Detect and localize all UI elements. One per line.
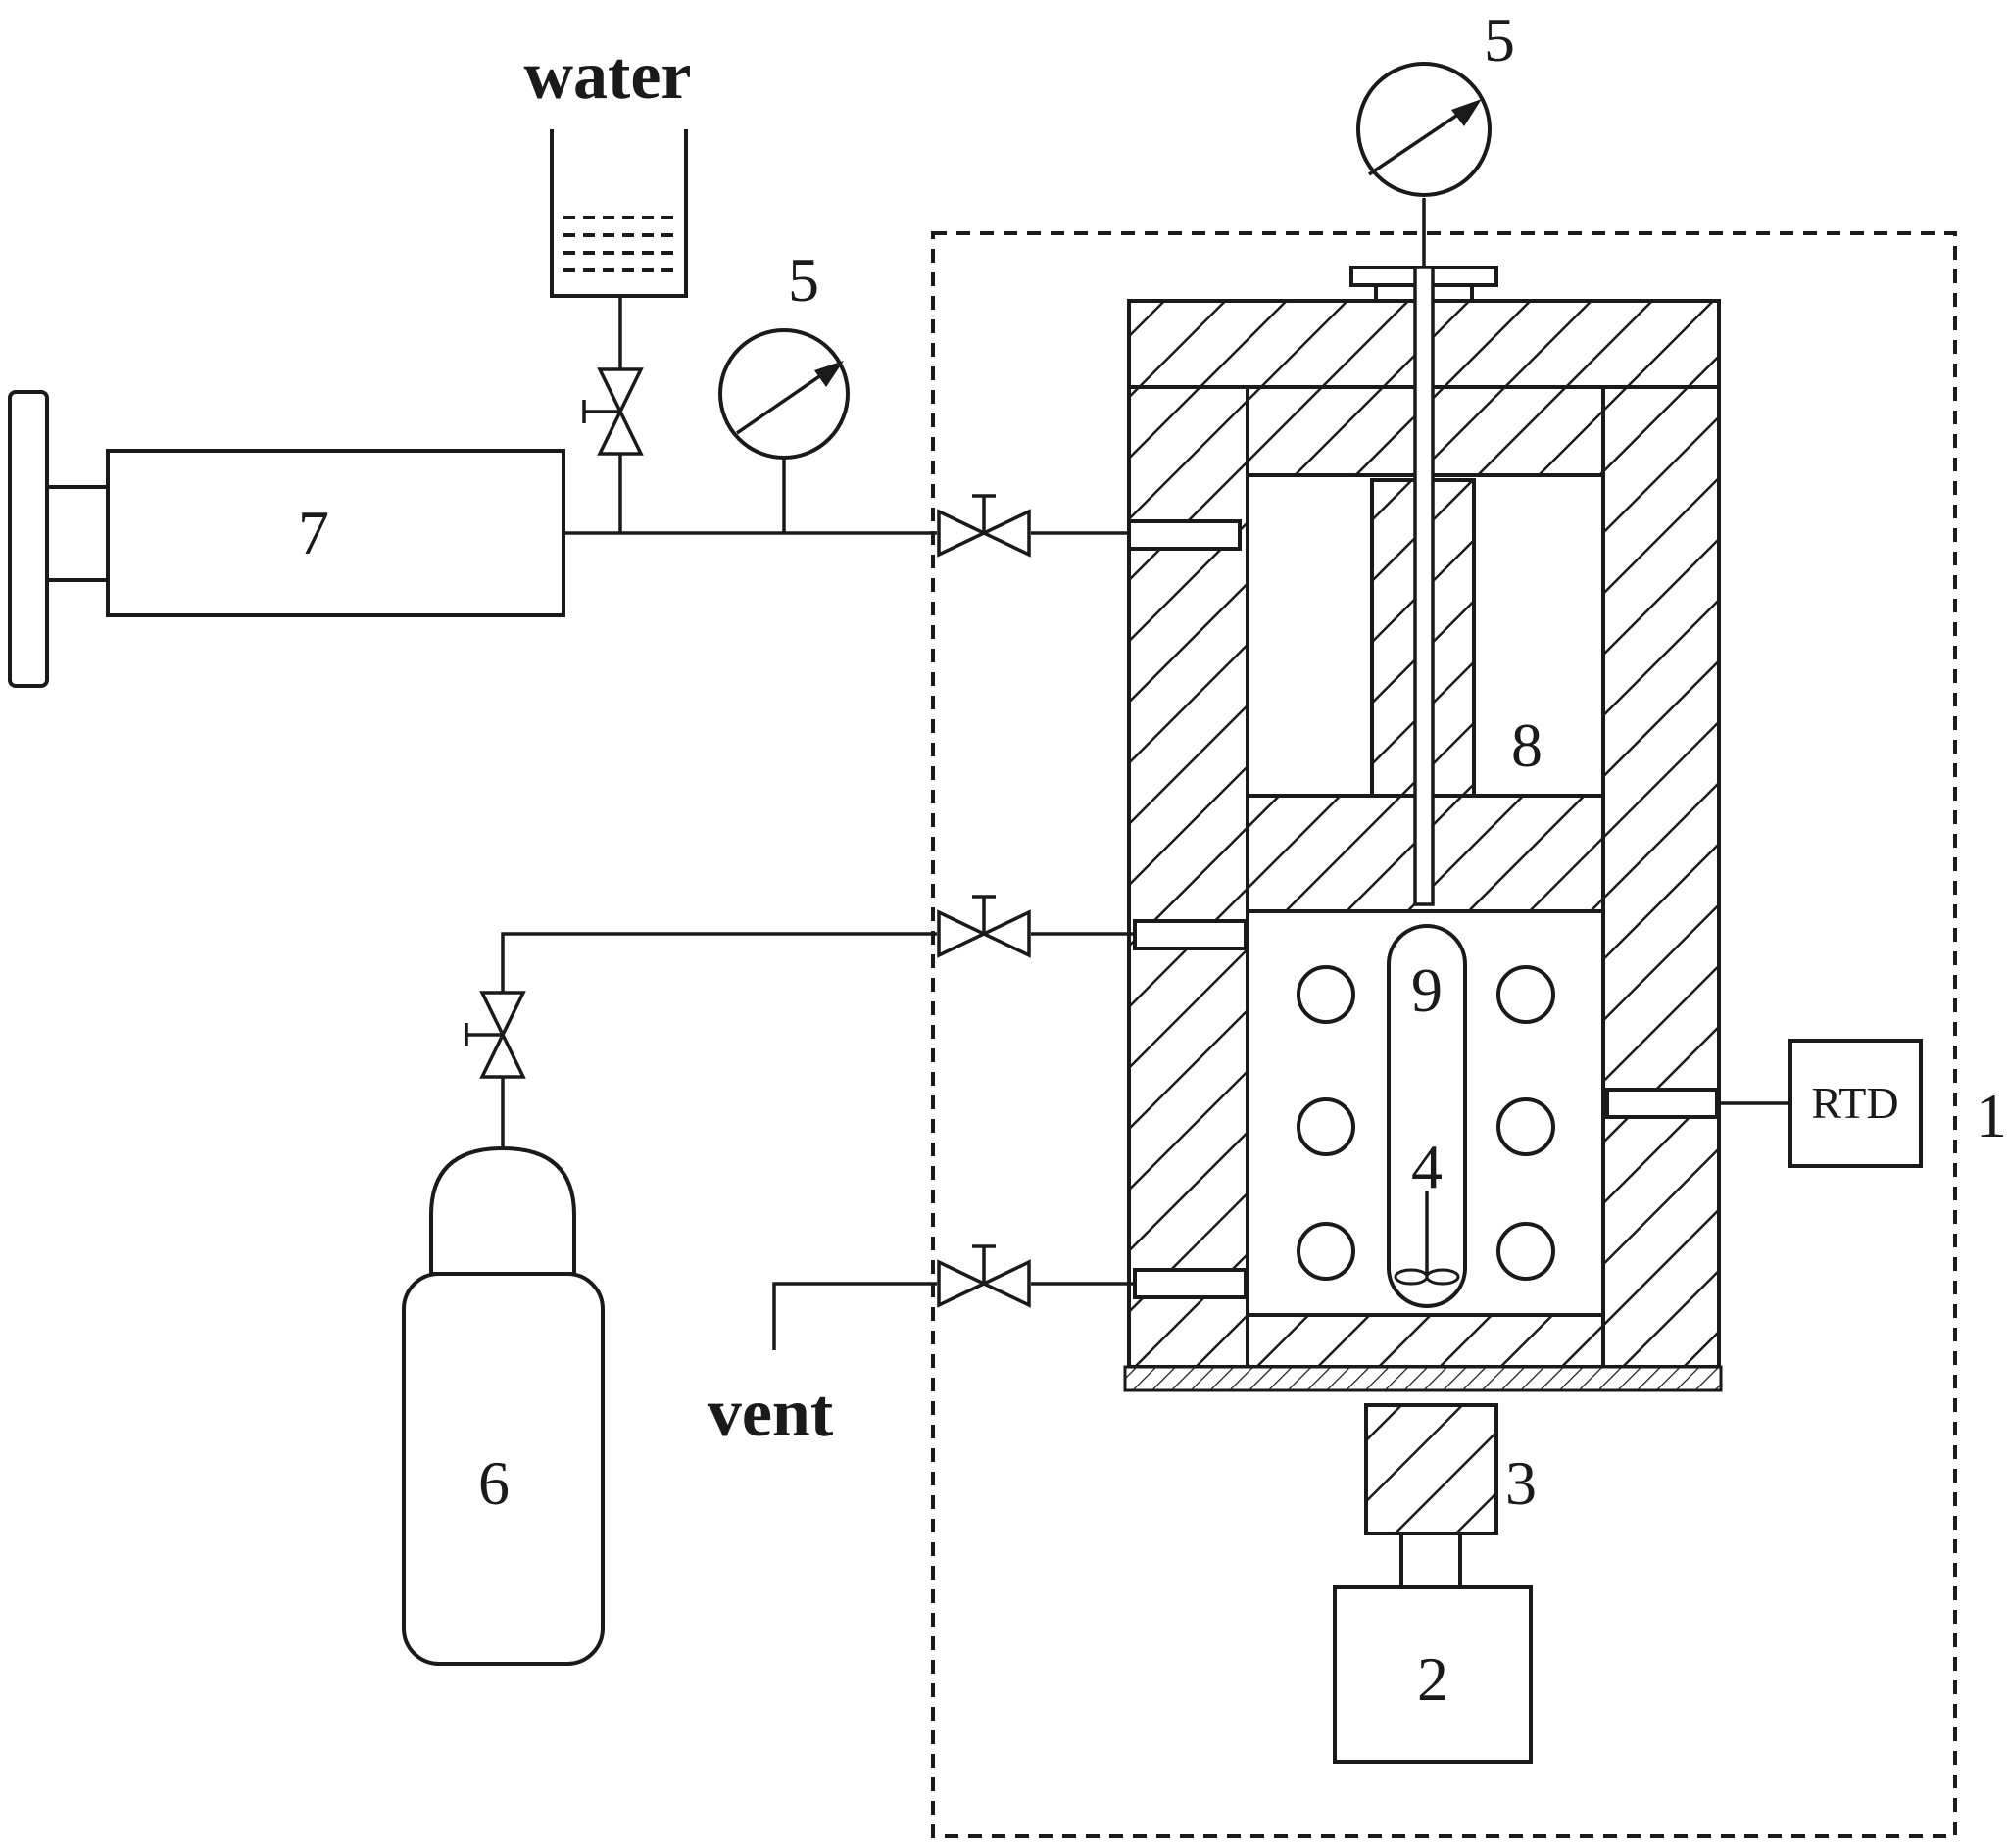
pressure-gauge-line xyxy=(718,328,850,460)
label-4: 4 xyxy=(1411,1132,1443,1201)
label-8: 8 xyxy=(1511,710,1543,780)
port-rtd xyxy=(1605,1088,1719,1119)
water-label: water xyxy=(523,38,691,114)
dashed-enclosure xyxy=(931,231,1957,1838)
base-plate xyxy=(1123,1365,1723,1392)
label-1: 1 xyxy=(1976,1081,2007,1150)
middle-line-valve xyxy=(937,895,1031,958)
port-upper xyxy=(1127,519,1242,551)
motor-box xyxy=(1333,1585,1533,1764)
vent-label: vent xyxy=(708,1376,833,1451)
label-5-mid: 5 xyxy=(788,245,819,315)
cylinder-valve xyxy=(465,991,526,1079)
water-tank xyxy=(550,129,688,298)
vent-valve xyxy=(937,1244,1031,1308)
label-2: 2 xyxy=(1417,1644,1448,1714)
rtd-label: RTD xyxy=(1811,1078,1898,1128)
balls xyxy=(1297,965,1555,1281)
stirrer-shaft xyxy=(1413,266,1435,906)
gas-cylinder xyxy=(402,1145,605,1666)
label-3: 3 xyxy=(1505,1448,1537,1518)
coupling-shaft xyxy=(1399,1532,1462,1589)
label-7: 7 xyxy=(298,498,329,567)
syringe-pump xyxy=(8,390,565,688)
label-6: 6 xyxy=(478,1448,510,1518)
port-middle xyxy=(1133,919,1248,950)
port-lower xyxy=(1133,1268,1248,1299)
upper-line-valve xyxy=(937,494,1031,558)
label-5-top: 5 xyxy=(1484,5,1515,74)
rtd-box xyxy=(1788,1039,1923,1168)
pressure-gauge-top xyxy=(1356,62,1492,197)
sample-cell xyxy=(1387,924,1467,1308)
magnetic-coupling xyxy=(1364,1403,1498,1535)
water-valve xyxy=(582,367,644,456)
label-9: 9 xyxy=(1411,955,1443,1025)
